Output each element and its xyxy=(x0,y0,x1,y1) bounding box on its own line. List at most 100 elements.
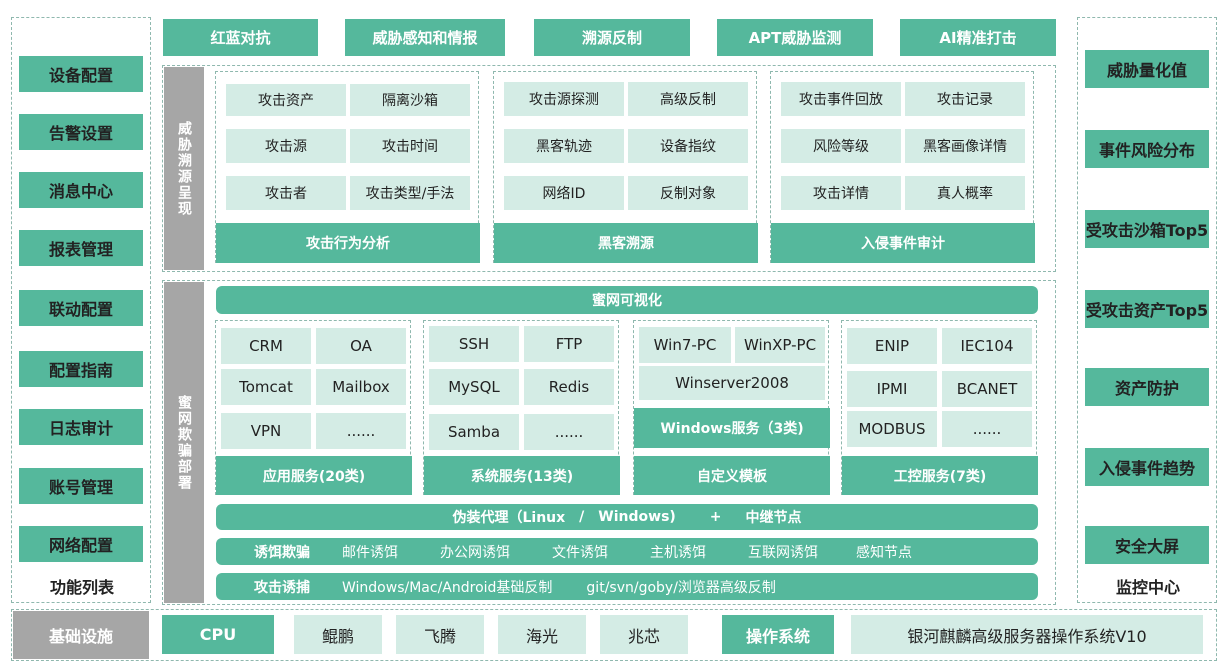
deploy-group-footer[interactable]: 工控服务(7类) xyxy=(842,456,1038,495)
capture-item[interactable]: Windows/Mac/Android基础反制 xyxy=(342,579,553,596)
left-item-2[interactable]: 消息中心 xyxy=(19,172,143,208)
function-list-panel: 设备配置 告警设置 消息中心 报表管理 联动配置 配置指南 日志审计 账号管理 … xyxy=(11,17,151,603)
left-item-0[interactable]: 设备配置 xyxy=(19,56,143,92)
cpu-haiguang[interactable]: 海光 xyxy=(498,615,586,654)
service-cell[interactable]: Win7-PC xyxy=(639,327,731,363)
service-cell[interactable]: SSH xyxy=(429,326,519,362)
trace-cell[interactable]: 设备指纹 xyxy=(628,129,748,163)
lure-item[interactable]: 互联网诱饵 xyxy=(748,544,818,561)
service-cell[interactable]: CRM xyxy=(221,328,311,364)
service-cell[interactable]: ...... xyxy=(316,413,406,449)
cpu-zhaoxin[interactable]: 兆芯 xyxy=(600,615,688,654)
trace-group-1: 攻击资产 隔离沙箱 攻击源 攻击时间 攻击者 攻击类型/手法 攻击行为分析 xyxy=(215,71,480,263)
left-item-5[interactable]: 配置指南 xyxy=(19,351,143,387)
right-item-2[interactable]: 受攻击沙箱Top5 xyxy=(1085,210,1209,248)
trace-cell[interactable]: 隔离沙箱 xyxy=(350,84,470,116)
deploy-group-footer[interactable]: 系统服务(13类) xyxy=(424,456,620,495)
service-cell[interactable]: IPMI xyxy=(847,371,937,407)
tab-red-blue[interactable]: 红蓝对抗 xyxy=(163,19,318,56)
capture-bar: 攻击诱捕 Windows/Mac/Android基础反制 git/svn/gob… xyxy=(216,573,1038,600)
service-cell[interactable]: Mailbox xyxy=(316,369,406,405)
trace-group-footer[interactable]: 入侵事件审计 xyxy=(771,223,1035,263)
trace-cell[interactable]: 黑客画像详情 xyxy=(905,129,1025,163)
right-item-3[interactable]: 受攻击资产Top5 xyxy=(1085,290,1209,328)
trace-cell[interactable]: 攻击详情 xyxy=(781,176,901,210)
service-cell[interactable]: MySQL xyxy=(429,369,519,405)
trace-cell[interactable]: 攻击记录 xyxy=(905,82,1025,116)
trace-group-2: 攻击源探测 高级反制 黑客轨迹 设备指纹 网络ID 反制对象 黑客溯源 xyxy=(493,71,758,263)
service-cell[interactable]: MODBUS xyxy=(847,411,937,447)
service-cell[interactable]: OA xyxy=(316,328,406,364)
right-item-4[interactable]: 资产防护 xyxy=(1085,368,1209,406)
lure-item[interactable]: 感知节点 xyxy=(856,544,912,561)
left-item-6[interactable]: 日志审计 xyxy=(19,409,143,445)
service-cell[interactable]: ENIP xyxy=(847,328,937,364)
trace-section: 威胁溯源呈现 xyxy=(162,65,1056,272)
service-cell[interactable]: WinXP-PC xyxy=(735,327,825,363)
service-cell[interactable]: FTP xyxy=(524,326,614,362)
tab-apt[interactable]: APT威胁监测 xyxy=(717,19,873,56)
right-item-5[interactable]: 入侵事件趋势 xyxy=(1085,448,1209,486)
lure-label: 诱饵欺骗 xyxy=(254,544,310,561)
tab-ai-strike[interactable]: AI精准打击 xyxy=(900,19,1056,56)
trace-group-footer[interactable]: 攻击行为分析 xyxy=(216,223,480,263)
monitor-center-panel: 威胁量化值 事件风险分布 受攻击沙箱Top5 受攻击资产Top5 资产防护 入侵… xyxy=(1077,17,1217,603)
service-cell[interactable]: ...... xyxy=(942,411,1032,447)
capture-item[interactable]: git/svn/goby/浏览器高级反制 xyxy=(586,579,776,596)
service-cell[interactable]: IEC104 xyxy=(942,328,1032,364)
left-item-8[interactable]: 网络配置 xyxy=(19,526,143,562)
tab-threat-intel[interactable]: 威胁感知和情报 xyxy=(345,19,505,56)
left-item-3[interactable]: 报表管理 xyxy=(19,230,143,266)
deploy-group-app: CRM OA Tomcat Mailbox VPN ...... 应用服务(20… xyxy=(215,320,412,495)
service-cell[interactable]: Winserver2008 xyxy=(639,366,825,400)
windows-services-bar[interactable]: Windows服务（3类) xyxy=(634,408,830,448)
monitor-center-title: 监控中心 xyxy=(1115,578,1180,597)
lure-item[interactable]: 主机诱饵 xyxy=(650,544,706,561)
trace-group-footer[interactable]: 黑客溯源 xyxy=(494,223,758,263)
service-cell[interactable]: VPN xyxy=(221,413,311,449)
service-cell[interactable]: Redis xyxy=(524,369,614,405)
trace-cell[interactable]: 攻击时间 xyxy=(350,129,470,163)
trace-cell[interactable]: 风险等级 xyxy=(781,129,901,163)
service-cell[interactable]: BCANET xyxy=(942,371,1032,407)
infrastructure-row xyxy=(11,609,1217,661)
trace-cell[interactable]: 黑客轨迹 xyxy=(504,129,624,163)
deploy-group-footer[interactable]: 自定义模板 xyxy=(634,456,830,495)
trace-cell[interactable]: 攻击源探测 xyxy=(504,82,624,116)
trace-cell[interactable]: 攻击源 xyxy=(226,129,346,163)
trace-cell[interactable]: 攻击者 xyxy=(226,176,346,210)
lure-item[interactable]: 文件诱饵 xyxy=(552,544,608,561)
service-cell[interactable]: ...... xyxy=(524,414,614,450)
cpu-kunpeng[interactable]: 鲲鹏 xyxy=(294,615,382,654)
honeynet-visualization-bar[interactable]: 蜜网可视化 xyxy=(216,286,1038,314)
right-item-6[interactable]: 安全大屏 xyxy=(1085,526,1209,564)
tab-traceback[interactable]: 溯源反制 xyxy=(534,19,690,56)
trace-cell[interactable]: 攻击类型/手法 xyxy=(350,176,470,210)
right-item-0[interactable]: 威胁量化值 xyxy=(1085,50,1209,88)
infrastructure-label: 基础设施 xyxy=(13,611,149,659)
deploy-section: 蜜网欺骗部署 xyxy=(162,280,1056,605)
cpu-feiteng[interactable]: 飞腾 xyxy=(396,615,484,654)
service-cell[interactable]: Tomcat xyxy=(221,369,311,405)
trace-cell[interactable]: 攻击资产 xyxy=(226,84,346,116)
proxy-relay-bar[interactable]: 伪装代理（Linux / Windows) + 中继节点 xyxy=(216,504,1038,530)
left-item-1[interactable]: 告警设置 xyxy=(19,114,143,150)
service-cell[interactable]: Samba xyxy=(429,414,519,450)
left-item-4[interactable]: 联动配置 xyxy=(19,290,143,326)
proxy-part: / xyxy=(579,509,585,525)
trace-cell[interactable]: 反制对象 xyxy=(628,176,748,210)
trace-cell[interactable]: 高级反制 xyxy=(628,82,748,116)
right-item-1[interactable]: 事件风险分布 xyxy=(1085,130,1209,168)
lure-item[interactable]: 办公网诱饵 xyxy=(440,544,510,561)
proxy-part: 伪装代理（Linux xyxy=(452,510,566,526)
deploy-group-footer[interactable]: 应用服务(20类) xyxy=(216,456,412,495)
function-list-title: 功能列表 xyxy=(49,578,114,597)
trace-cell[interactable]: 网络ID xyxy=(504,176,624,210)
trace-cell[interactable]: 真人概率 xyxy=(905,176,1025,210)
os-value[interactable]: 银河麒麟高级服务器操作系统V10 xyxy=(851,615,1203,654)
deploy-group-ics: ENIP IEC104 IPMI BCANET MODBUS ...... 工控… xyxy=(841,320,1038,495)
left-item-7[interactable]: 账号管理 xyxy=(19,468,143,504)
lure-item[interactable]: 邮件诱饵 xyxy=(342,544,398,561)
deploy-group-system: SSH FTP MySQL Redis Samba ...... 系统服务(13… xyxy=(423,320,620,495)
trace-cell[interactable]: 攻击事件回放 xyxy=(781,82,901,116)
